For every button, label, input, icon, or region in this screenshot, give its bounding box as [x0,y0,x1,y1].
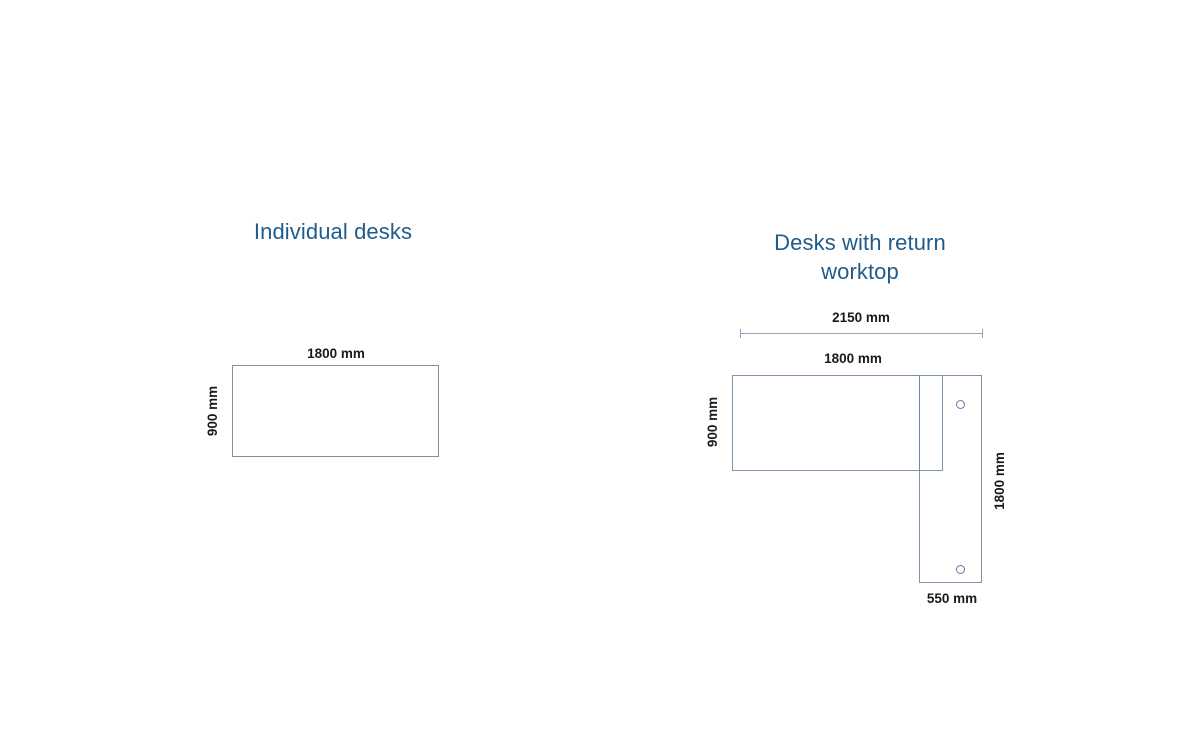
panel-title-line-1: Desks with return [774,230,946,255]
dimension-line-overall-width [740,329,983,338]
panel-title-desks-with-return-worktop: Desks with return worktop [735,228,985,286]
dimension-label-main-depth: 900 mm [705,396,720,448]
cable-grommet-icon-bottom [956,565,965,574]
desk-return-worktop-shape [919,375,982,583]
dimension-label-overall-width: 2150 mm [832,310,890,325]
panel-title-line-2: worktop [821,259,899,284]
dimension-label-return-depth: 1800 mm [992,452,1007,510]
dimension-label-individual-depth: 900 mm [205,385,220,437]
desk-individual-shape [232,365,439,457]
cable-grommet-icon-top [956,400,965,409]
dimension-rule [740,333,983,334]
desk-main-worktop-shape [732,375,943,471]
dimension-tick-right [982,329,983,338]
dimension-label-main-width: 1800 mm [824,351,882,366]
desk-join-dotted-line [919,375,920,471]
dimension-label-individual-width: 1800 mm [307,346,365,361]
panel-title-individual-desks: Individual desks [253,219,413,244]
dimension-label-return-width: 550 mm [926,591,978,606]
